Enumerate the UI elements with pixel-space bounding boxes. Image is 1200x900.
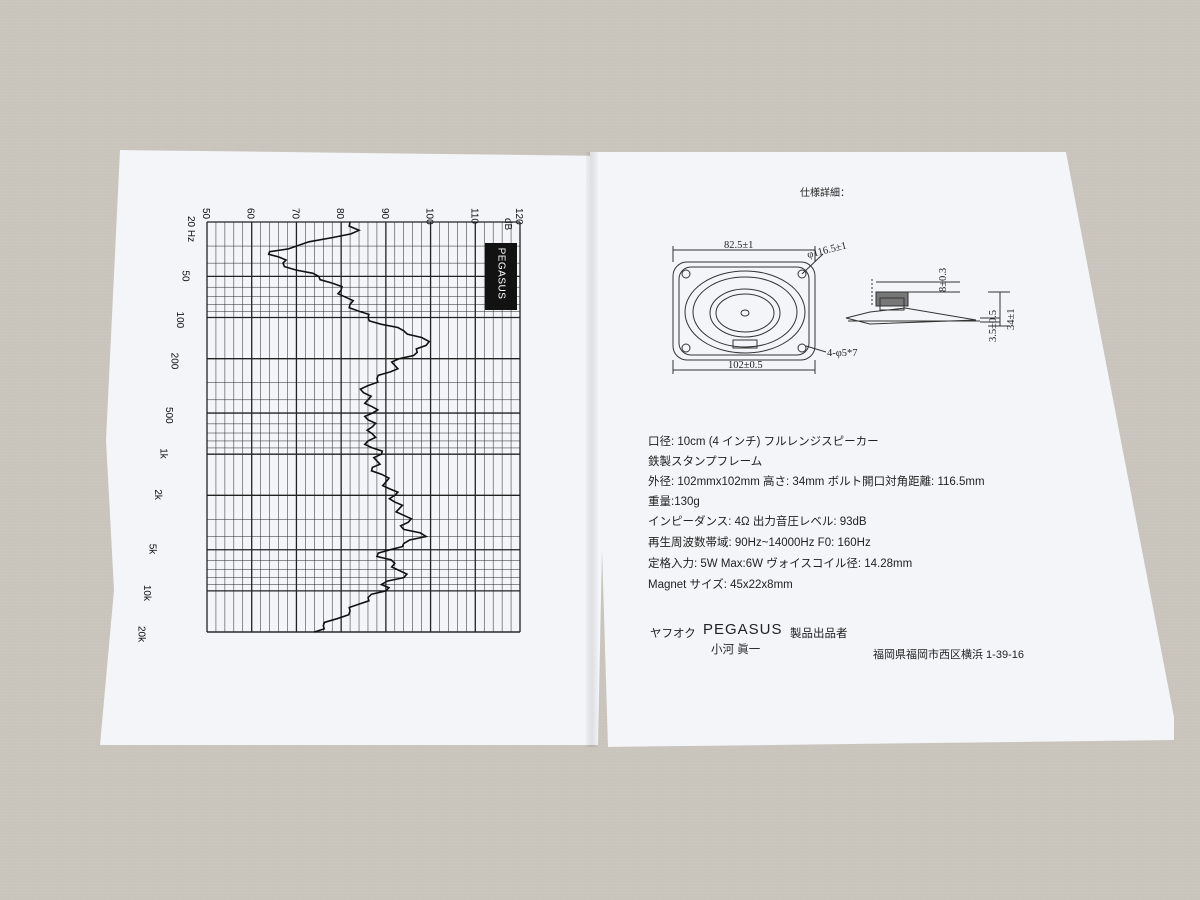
side-view <box>845 279 1010 327</box>
frequency-tick-label: 500 <box>163 407 174 424</box>
pegasus-logo: PEGASUS <box>485 243 517 310</box>
spec-line: 再生周波数帯域: 90Hz~14000Hz F0: 160Hz <box>648 537 871 549</box>
spec-line: 鉄製スタンプフレーム <box>648 456 763 468</box>
spec-line: インピーダンス: 4Ω 出力音圧レベル: 93dB <box>648 516 867 528</box>
db-unit-label: dB <box>502 218 513 231</box>
spec-line: 外径: 102mmx102mm 高さ: 34mm ボルト開口対角距離: 116.… <box>648 476 985 488</box>
flange-dimension: 3.5±0.5 <box>988 310 999 342</box>
db-tick-label: 60 <box>245 208 256 220</box>
db-tick-label: 100 <box>424 208 435 225</box>
db-tick-label: 50 <box>200 208 211 220</box>
frequency-tick-label: 50 <box>180 270 191 282</box>
spec-line: 口径: 10cm (4 インチ) フルレンジスピーカー <box>648 436 879 448</box>
spec-title: 仕様詳細： <box>800 188 850 199</box>
shop-name: ヤフオク <box>650 628 696 640</box>
page-fold <box>586 152 598 747</box>
frequency-response-curve <box>267 221 431 633</box>
width-dimension: 82.5±1 <box>724 240 753 251</box>
spec-line: 定格入力: 5W Max:6W ヴォイスコイル径: 14.28mm <box>648 558 913 570</box>
right-spec-sheet <box>590 152 1174 747</box>
db-tick-label: 70 <box>289 208 300 220</box>
db-tick-labels: 50 60 70 80 90 100 110 120 <box>200 208 524 225</box>
frequency-tick-label: 5k <box>147 544 158 556</box>
brand-name: PEGASUS <box>703 621 783 638</box>
db-tick-label: 90 <box>379 208 390 220</box>
frequency-tick-labels: 20 Hz 50 100 200 500 1k 2k 5k 10k 20k <box>136 216 197 643</box>
frequency-tick-label: 100 <box>174 312 185 329</box>
frequency-tick-label: 1k <box>158 448 169 460</box>
outer-dimension: 102±0.5 <box>728 360 763 371</box>
chart-grid <box>206 221 521 633</box>
frequency-tick-label: 20k <box>136 626 147 643</box>
db-tick-label: 80 <box>334 208 345 220</box>
db-tick-label: 110 <box>468 208 479 224</box>
left-spec-sheet <box>100 150 610 745</box>
seller-role: 製品出品者 <box>790 628 848 640</box>
front-view <box>672 246 827 374</box>
diagonal-dimension: φ116.5±1 <box>806 240 848 260</box>
seller-address: 福岡県福岡市西区横浜 1-39-16 <box>873 649 1024 661</box>
frequency-tick-label: 2k <box>152 489 163 501</box>
frequency-tick-label: 200 <box>169 353 180 370</box>
hole-dimension: 4-φ5*7 <box>827 348 858 359</box>
spec-line: Magnet サイズ: 45x22x8mm <box>648 579 793 591</box>
spec-line: 重量:130g <box>648 496 700 508</box>
frequency-tick-label: 20 Hz <box>185 216 196 242</box>
height-dimension: 34±1 <box>1006 308 1017 330</box>
frequency-tick-label: 10k <box>141 585 152 602</box>
db-tick-label: 120 <box>513 208 524 225</box>
magnet-dimension: 8±0.3 <box>938 268 949 292</box>
seller-name: 小河 眞一 <box>711 644 761 656</box>
